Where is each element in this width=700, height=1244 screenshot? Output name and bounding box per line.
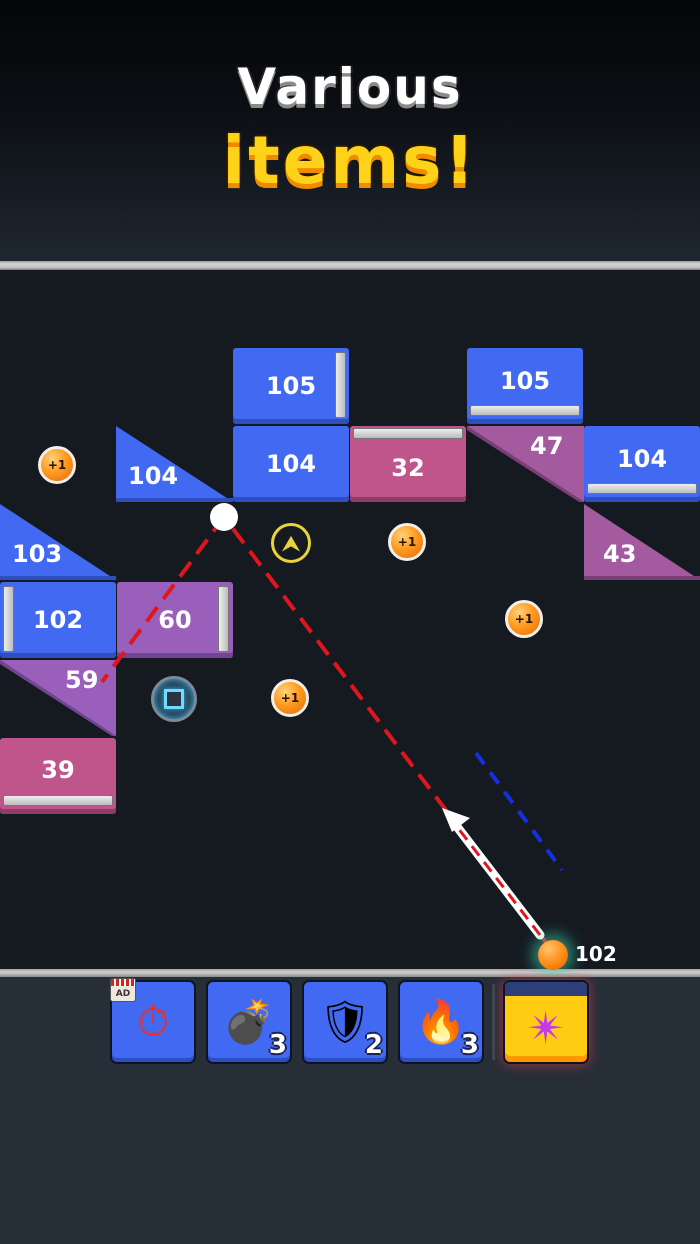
game-field[interactable] (0, 270, 700, 970)
block-value: 102 (32, 606, 84, 634)
block-60: 60 (117, 582, 233, 658)
shield-x-icon: 🛡 (318, 997, 372, 1046)
block-104-a: 104 (233, 426, 349, 502)
title-various: Various (237, 58, 463, 116)
block-value: 104 (265, 450, 317, 478)
block-shield (470, 405, 580, 416)
item-count: 3 (460, 1030, 479, 1060)
aim-arrowhead-icon (442, 808, 470, 832)
item-fireball-button[interactable]: 🔥 3 (398, 980, 484, 1064)
triangle-block-47 (467, 426, 584, 502)
ad-badge: AD (110, 978, 136, 1002)
square-laser-icon (151, 676, 197, 722)
laser-burst-icon: ✴ (526, 1001, 566, 1055)
block-shield (3, 795, 113, 806)
bounce-point-ball (210, 503, 238, 531)
block-value: 43 (603, 540, 637, 568)
split-arrows-icon: ⮝ (271, 523, 311, 563)
skull-bomb-icon: 💣 (222, 997, 276, 1046)
promo-header: Various items! (0, 0, 700, 262)
block-value: 32 (391, 454, 425, 482)
block-value: 104 (128, 462, 179, 490)
item-laser-burst-button[interactable]: ✴ (503, 980, 589, 1064)
square-glyph (164, 689, 184, 709)
item-count: 3 (268, 1030, 287, 1060)
item-divider (492, 984, 495, 1060)
item-skull-bomb-button[interactable]: 💣 3 (206, 980, 292, 1064)
coin-label: +1 (47, 458, 67, 472)
top-wall (0, 261, 700, 270)
block-value: 39 (41, 756, 75, 784)
triangle-block-43 (584, 504, 700, 580)
block-value: 104 (616, 445, 668, 473)
block-shield (3, 586, 14, 652)
ball-count: 102 (575, 942, 617, 966)
coin-label: +1 (397, 535, 417, 549)
triangle-block-103 (0, 504, 116, 580)
block-value: 60 (158, 606, 192, 634)
block-105-a: 105 (233, 348, 349, 424)
plus-one-ball-icon: +1 (505, 600, 543, 638)
block-value: 103 (12, 540, 63, 568)
block-shield (587, 483, 697, 494)
block-value: 105 (499, 367, 551, 395)
split-glyph: ⮝ (282, 531, 300, 555)
stopwatch-icon: ⏱ (136, 997, 170, 1046)
block-value: 105 (265, 372, 317, 400)
triangle-block-104 (116, 426, 233, 502)
coin-label: +1 (514, 612, 534, 626)
triangle-block-59 (0, 660, 116, 736)
item-count: 2 (364, 1030, 383, 1060)
bottom-wall (0, 969, 700, 977)
plus-one-ball-icon: +1 (38, 446, 76, 484)
block-102: 102 (0, 582, 116, 658)
block-shield (353, 428, 463, 439)
block-shield (335, 352, 346, 418)
plus-one-ball-icon: +1 (271, 679, 309, 717)
plus-one-ball-icon: +1 (388, 523, 426, 561)
fireball-icon: 🔥 (414, 997, 468, 1046)
block-shield (218, 586, 229, 652)
block-value: 47 (530, 432, 564, 460)
item-shield-button[interactable]: 🛡 2 (302, 980, 388, 1064)
aim-trajectory (100, 515, 564, 947)
launcher-ball[interactable] (538, 940, 568, 970)
item-stopwatch-button[interactable]: AD ⏱ (110, 978, 196, 1064)
title-items: items! (222, 122, 478, 199)
coin-label: +1 (280, 691, 300, 705)
block-value: 59 (65, 666, 99, 694)
